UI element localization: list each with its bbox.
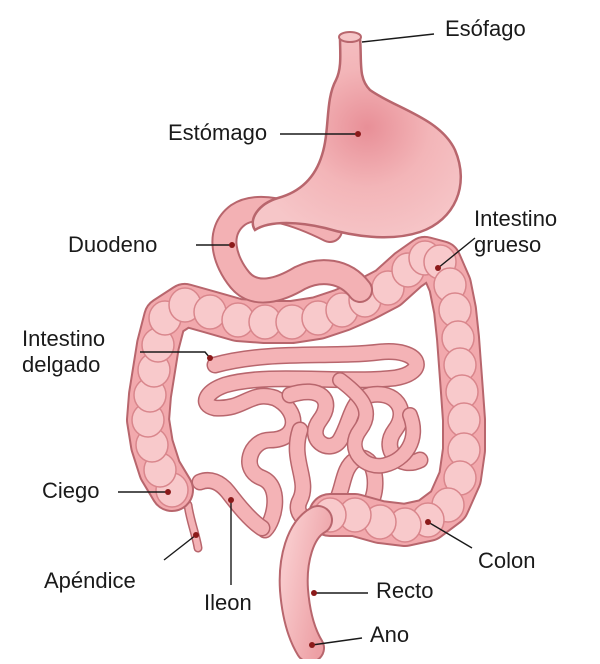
stomach	[251, 31, 463, 239]
rectum	[278, 505, 333, 663]
dot-estomago	[355, 131, 361, 137]
label-colon: Colon	[478, 548, 536, 573]
label-ano: Ano	[370, 622, 410, 647]
dot-ano	[309, 642, 315, 648]
label-intestino-delgado: Intestino delgado	[22, 326, 106, 377]
appendix	[183, 500, 203, 553]
label-duodeno: Duodeno	[68, 232, 158, 257]
leader-esofago	[361, 33, 435, 43]
ileum	[191, 471, 271, 537]
leader-colon	[427, 521, 473, 549]
dot-duodeno	[229, 242, 235, 248]
dot-ciego	[165, 489, 171, 495]
leader-intestino-grueso	[437, 237, 476, 269]
pointer-dots	[165, 131, 441, 648]
colon-haustrum	[447, 402, 481, 438]
label-esofago: Esófago	[445, 16, 526, 41]
dot-intestino-delgado	[207, 355, 213, 361]
large-intestine	[126, 236, 486, 547]
dot-recto	[311, 590, 317, 596]
dot-intestino-grueso	[435, 265, 441, 271]
colon-haustrum	[193, 294, 227, 330]
dot-colon	[425, 519, 431, 525]
dot-apendice	[193, 532, 199, 538]
leader-apendice	[163, 534, 197, 561]
dot-ileon	[228, 497, 234, 503]
esophagus-opening	[338, 31, 362, 43]
label-ciego: Ciego	[42, 478, 100, 503]
label-recto: Recto	[376, 578, 434, 603]
leader-lines	[118, 33, 476, 646]
leader-ano	[311, 637, 363, 646]
label-estomago: Estómago	[168, 120, 268, 145]
label-intestino-grueso: Intestino grueso	[474, 206, 558, 257]
label-apendice: Apéndice	[44, 568, 136, 593]
label-ileon: Ileon	[204, 590, 252, 615]
